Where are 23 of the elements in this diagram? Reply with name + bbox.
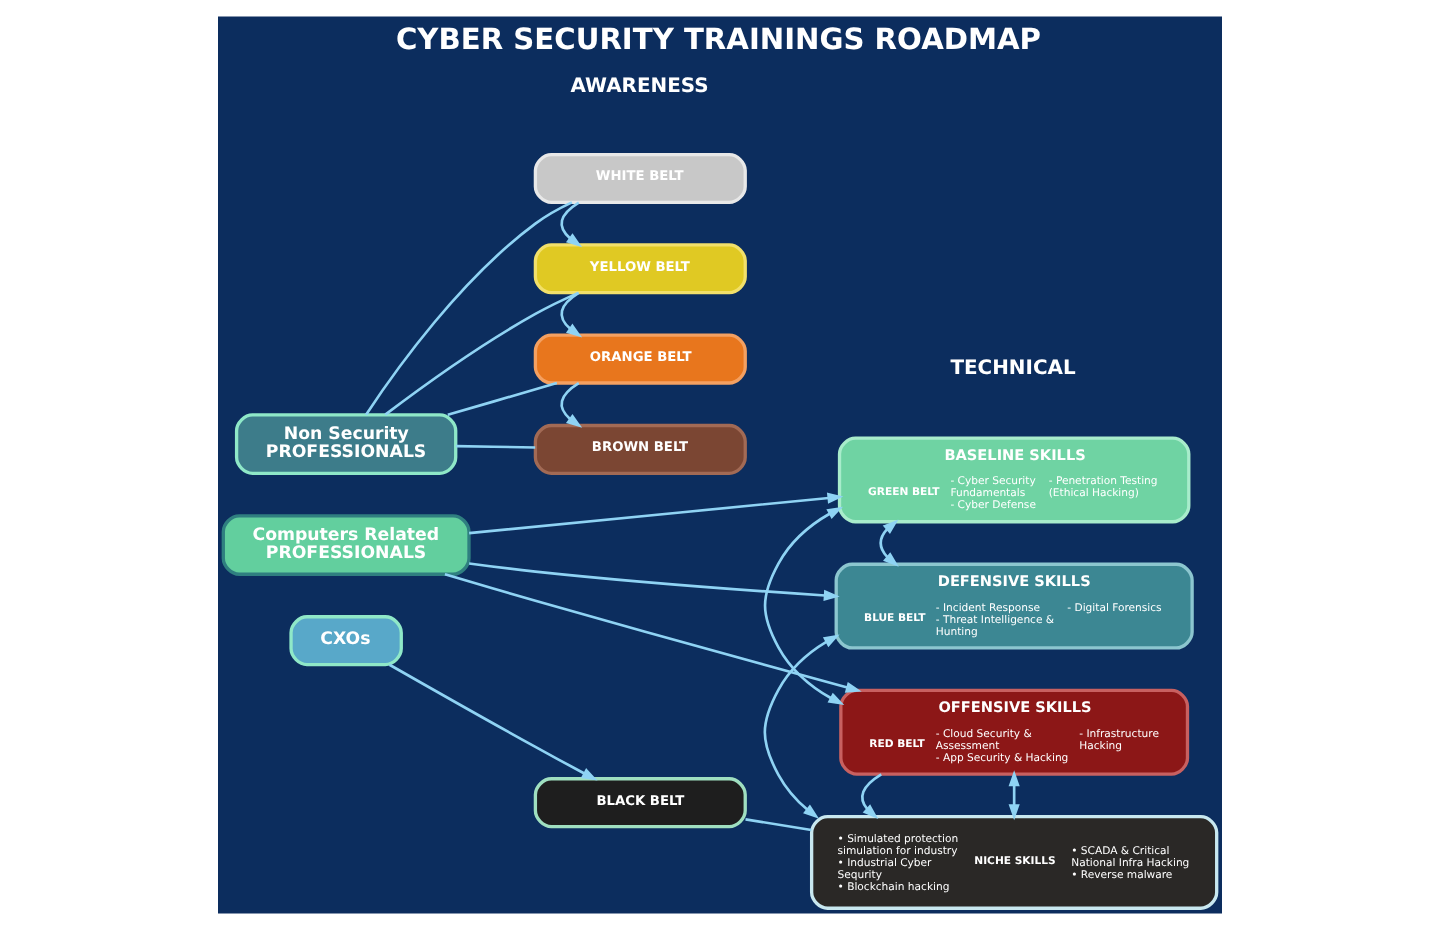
arrow (763, 506, 845, 706)
connector (456, 444, 536, 449)
arrow (560, 201, 583, 248)
arrow (388, 663, 598, 781)
node-box: CXOs (289, 615, 403, 667)
diagram-title: CYBER SECURITY TRAININGS ROADMAP (395, 23, 1042, 58)
connector (745, 818, 812, 832)
label: TECHNICAL (950, 358, 1076, 381)
label: AWARENESS (570, 75, 709, 98)
arrow (861, 773, 882, 820)
arrow (469, 492, 844, 535)
arrow (1008, 770, 1020, 821)
arrow (560, 382, 583, 428)
connector (364, 201, 573, 416)
arrow (444, 573, 862, 693)
arrow (468, 562, 840, 601)
arrow (560, 291, 583, 338)
connector (447, 381, 558, 417)
connector (384, 291, 579, 416)
arrow (763, 634, 840, 819)
node-box: Non Security PROFESSIONALS (234, 413, 458, 475)
arrow (879, 519, 899, 567)
node-box: Computers Related PROFESSIONALS (221, 514, 471, 576)
